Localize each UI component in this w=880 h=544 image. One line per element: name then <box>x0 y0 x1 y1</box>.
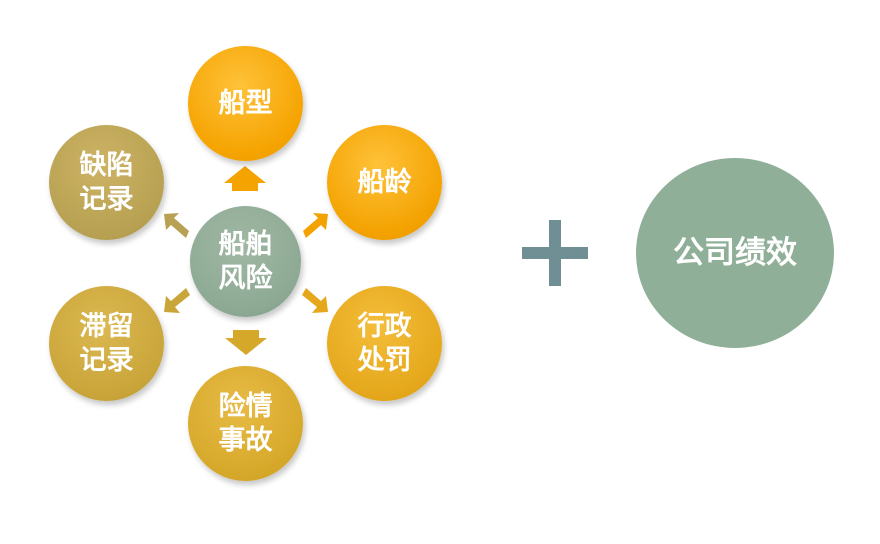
node-ship-risk-center-label: 船舶 风险 <box>218 228 273 294</box>
node-ship-age: 船龄 <box>327 125 442 240</box>
node-defect-record-label: 缺陷 记录 <box>79 149 134 215</box>
arrow-upper-right <box>303 213 328 238</box>
node-accident-label: 险情 事故 <box>218 390 273 456</box>
node-defect-record: 缺陷 记录 <box>49 125 164 240</box>
node-ship-age-label: 船龄 <box>357 166 412 198</box>
node-detention-record: 滞留 记录 <box>49 286 164 401</box>
arrow-down <box>225 330 267 355</box>
arrow-lower-left <box>164 288 190 313</box>
node-ship-risk-center: 船舶 风险 <box>190 206 301 317</box>
arrow-lower-right <box>302 288 328 313</box>
node-administrative-penalty-label: 行政 处罚 <box>357 310 412 376</box>
node-detention-record-label: 滞留 记录 <box>79 310 134 376</box>
node-ship-type-label: 船型 <box>218 87 273 119</box>
arrow-up <box>224 166 266 191</box>
node-administrative-penalty: 行政 处罚 <box>327 286 442 401</box>
node-company-performance: 公司绩效 <box>636 158 834 348</box>
arrow-upper-left <box>164 213 189 238</box>
node-accident: 险情 事故 <box>188 366 303 481</box>
node-company-performance-label: 公司绩效 <box>673 235 797 271</box>
node-ship-type: 船型 <box>188 46 303 161</box>
plus-icon <box>522 220 588 286</box>
